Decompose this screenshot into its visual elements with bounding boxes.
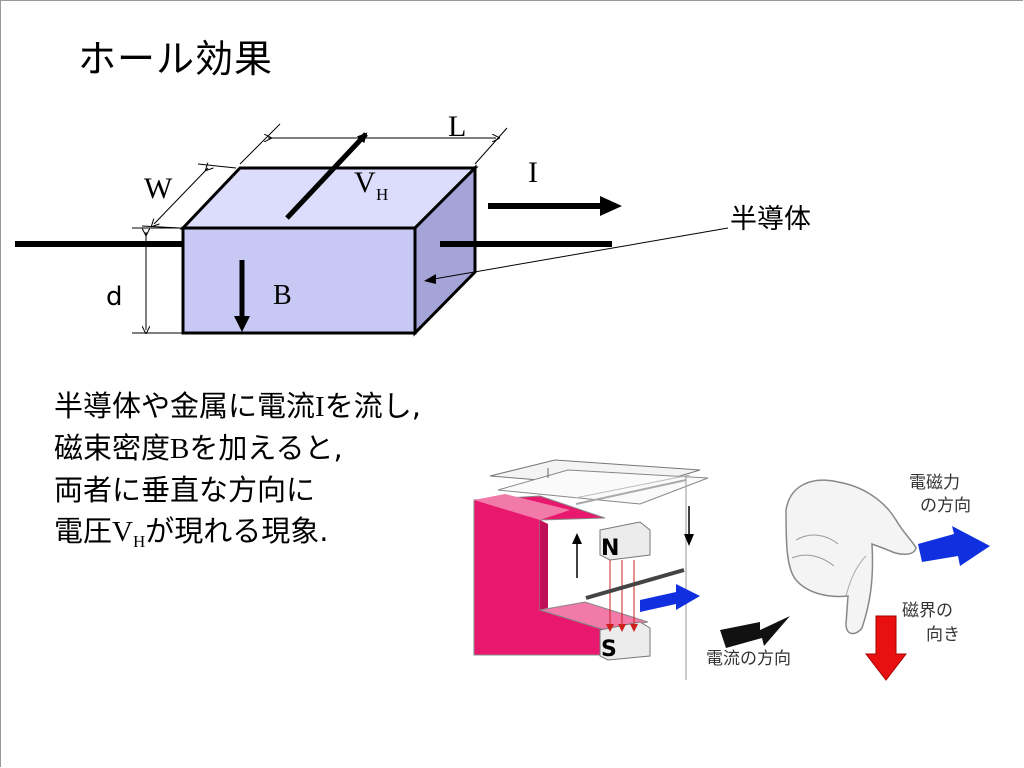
description-line-4: 電圧VHが現れる現象. [54,514,329,551]
left-hand-rule-illustration [720,479,990,681]
force-label-line1: 電磁力 [909,473,960,493]
hall-voltage-arrow [285,132,368,220]
label-l: L [448,110,466,143]
dimension-l [239,123,508,165]
semiconductor-block [15,164,612,337]
dimension-d [132,227,182,333]
description-line-2: 磁束密度Bを加えると, [54,431,343,465]
label-d: d [106,282,123,312]
description-line-1: 半導体や金属に電流Iを流し, [54,389,421,423]
magnet-north-label: N [601,536,619,561]
label-i: I [528,156,538,189]
description-text: 半導体や金属に電流Iを流し, 磁束密度Bを加えると, 両者に垂直な方向に 電圧V… [54,386,421,553]
force-direction-arrow [918,526,990,566]
magnet-illustration: N S [473,459,709,680]
description-line-3: 両者に垂直な方向に [54,473,316,507]
current-direction-label: 電流の方向 [706,649,791,669]
semiconductor-pointer [427,227,729,281]
field-label-line1: 磁界の [902,601,953,621]
label-w: W [144,172,173,205]
label-semiconductor: 半導体 [730,204,811,235]
magnet-south-label: S [601,637,617,662]
block-front-face [181,226,417,335]
label-vh-sub: H [376,185,388,204]
current-direction-arrow [720,616,790,648]
label-vh: V [354,166,376,199]
hand-icon [785,479,917,635]
slide-title: ホール効果 [78,37,274,81]
field-direction-arrow [864,615,908,681]
label-b: B [273,280,292,311]
field-label-line2: 向き [926,625,960,645]
force-label-line2: の方向 [920,496,971,516]
